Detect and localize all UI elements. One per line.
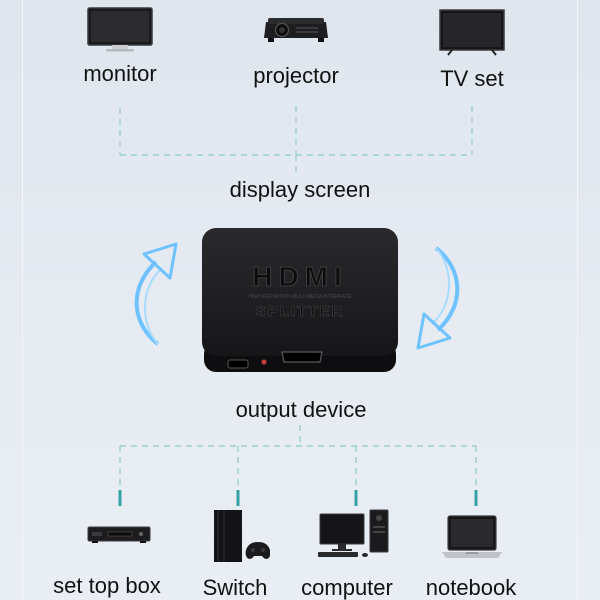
game-console-icon [214, 510, 270, 562]
monitor-icon [87, 7, 153, 52]
arrow-up-left-icon [134, 242, 178, 346]
set-top-box-icon [87, 526, 151, 543]
splitter-brand: HDMI [252, 261, 348, 292]
laptop-icon [442, 515, 502, 558]
splitter-name: SPLITTER [256, 303, 345, 320]
tv-icon [439, 9, 505, 56]
output-device-label: output device [235, 397, 367, 422]
device-label-tv: TV set [440, 66, 504, 91]
display-screen-label: display screen [229, 177, 371, 202]
device-label-notebook: notebook [425, 575, 517, 600]
arrow-down-right-icon [416, 246, 460, 350]
device-label-computer: computer [301, 575, 393, 600]
device-label-set-top-box: set top box [53, 573, 161, 598]
splitter-subtitle: HIGH-DEFINITION MULTIMEDIA INTERFACE [248, 294, 352, 300]
device-label-switch: Switch [202, 575, 268, 600]
desktop-computer-icon [318, 509, 389, 557]
device-label-monitor: monitor [83, 61, 157, 86]
device-label-projector: projector [253, 63, 339, 88]
projector-icon [264, 18, 328, 42]
hdmi-splitter-icon: HDMI HIGH-DEFINITION MULTIMEDIA INTERFAC… [202, 228, 398, 372]
